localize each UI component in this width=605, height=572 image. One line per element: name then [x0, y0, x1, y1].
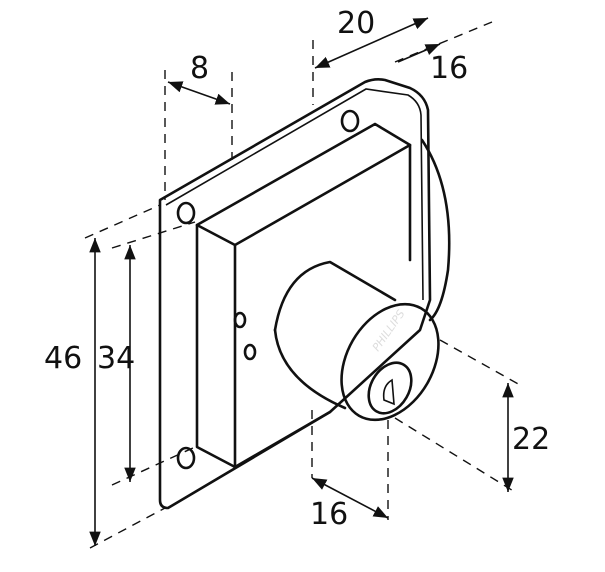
dimension-lines [89, 17, 514, 546]
dim-label-8: 8 [190, 51, 209, 86]
dim-label-22: 22 [512, 422, 550, 457]
dim-label-20: 20 [337, 6, 375, 41]
mounting-plate [158, 78, 451, 510]
dim-label-16-bottom: 16 [310, 497, 348, 532]
dim-label-16-top: 16 [430, 51, 468, 86]
extension-lines [84, 21, 521, 549]
dim-label-34: 34 [97, 341, 135, 376]
key-cylinder: PHILLIPS [273, 260, 440, 422]
dim-label-46: 46 [44, 341, 82, 376]
lock-body [195, 122, 412, 469]
